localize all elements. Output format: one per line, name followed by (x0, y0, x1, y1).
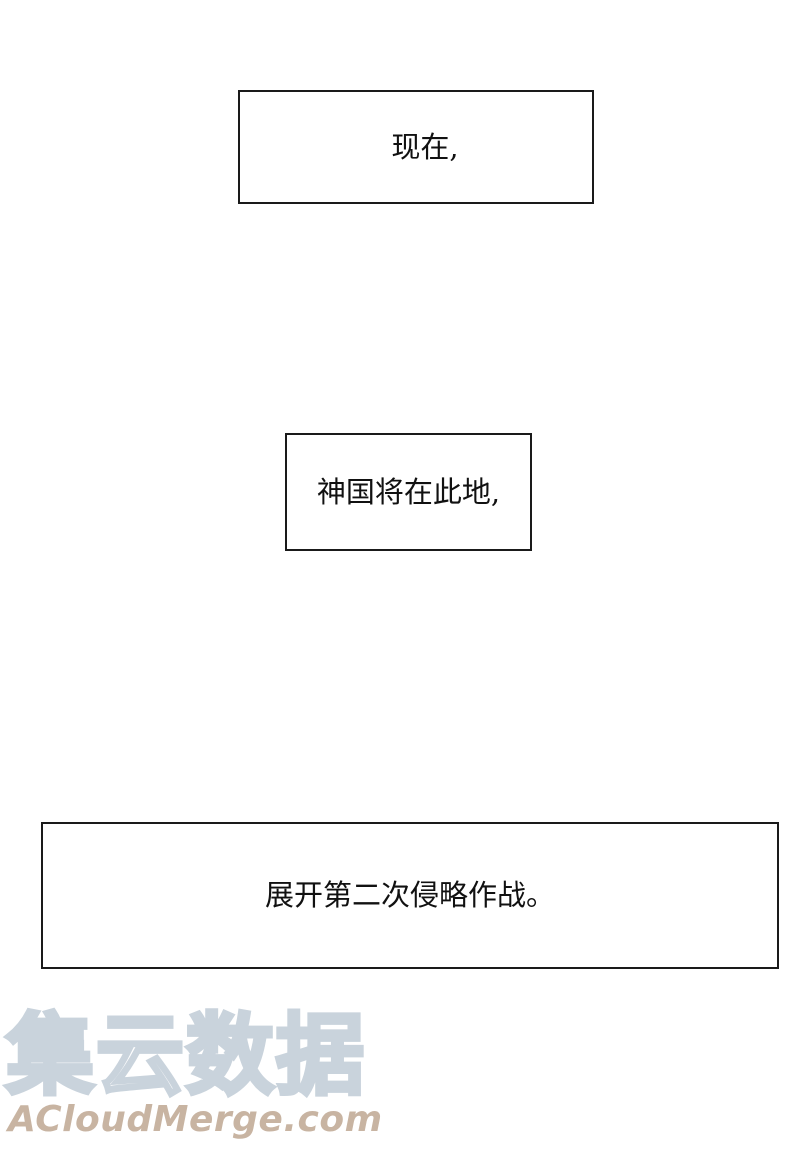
watermark-chinese-text: 集云数据 (4, 1004, 367, 1107)
watermark: 集云数据 ACloudMerge.com (4, 1004, 386, 1147)
caption-box-2: 神国将在此地, (285, 433, 532, 551)
caption-box-1: 现在, (238, 90, 594, 204)
caption-text-2: 神国将在此地, (316, 474, 501, 509)
caption-text-3: 展开第二次侵略作战。 (264, 878, 555, 912)
caption-box-3: 展开第二次侵略作战。 (41, 822, 779, 969)
caption-text-1: 现在, (391, 129, 459, 164)
watermark-english-text: ACloudMerge.com (8, 1099, 383, 1140)
